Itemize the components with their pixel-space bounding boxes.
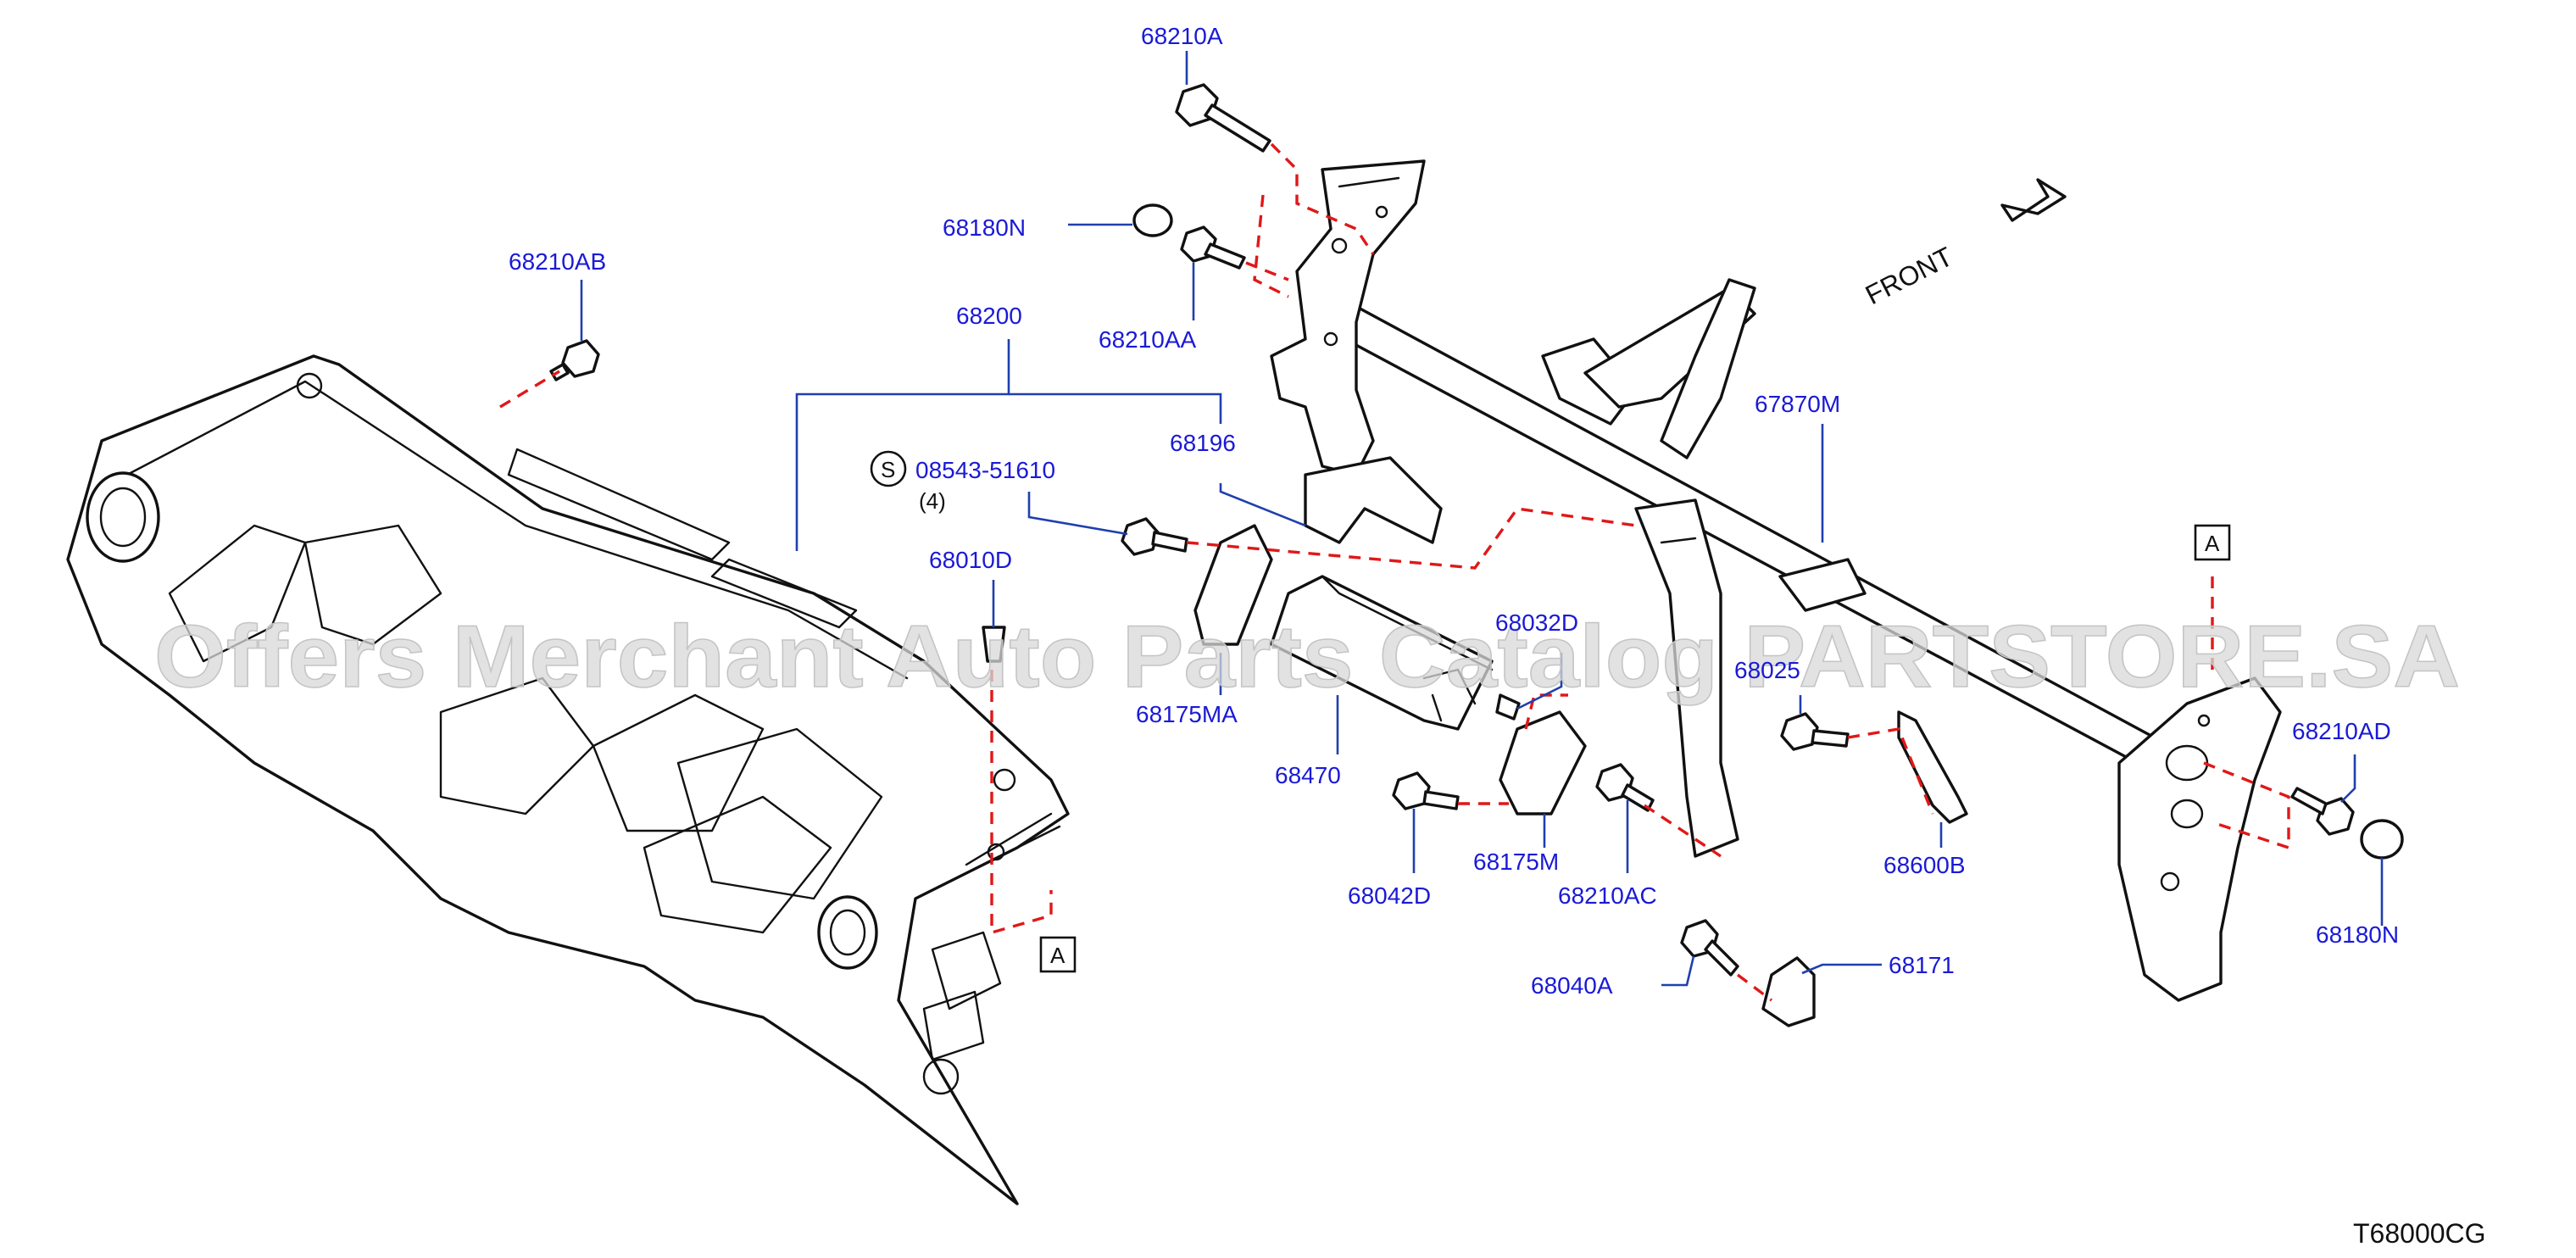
- label-68025: 68025: [1734, 657, 1800, 683]
- clip-68032d-icon: [1495, 693, 1521, 721]
- label-68180n-top: 68180N: [943, 214, 1026, 241]
- bolt-68210ab-icon: [549, 339, 600, 381]
- label-68210aa: 68210AA: [1099, 326, 1197, 353]
- label-68040a: 68040A: [1531, 972, 1613, 999]
- label-68180n-right: 68180N: [2316, 921, 2399, 948]
- label-68210a: 68210A: [1141, 23, 1223, 49]
- label-68210ac: 68210AC: [1558, 882, 1657, 909]
- small-parts-drawing: [549, 83, 2404, 1027]
- label-68175m: 68175M: [1473, 849, 1559, 875]
- screw-08543-51610-icon: [1121, 517, 1188, 556]
- label-67870m: 67870M: [1755, 391, 1840, 417]
- instrument-panel-drawing: [66, 354, 1070, 1205]
- part-labels: 68210A 68180N 68210AA 68210AB 68200 0854…: [509, 23, 2399, 999]
- cap-68180n-right-icon: [2360, 819, 2404, 860]
- front-label: FRONT: [1861, 241, 1958, 310]
- label-68010d: 68010D: [929, 547, 1012, 573]
- bolt-68210aa-icon: [1180, 225, 1246, 270]
- bracket-68600b-icon: [1897, 710, 1968, 824]
- bolt-68025-icon: [1780, 712, 1850, 751]
- label-68210ad: 68210AD: [2292, 718, 2391, 744]
- bracket-68196-icon: [1304, 456, 1443, 544]
- leader-lines: [580, 51, 2384, 987]
- bracket-68175m-icon: [1499, 710, 1587, 815]
- svg-text:A: A: [1050, 943, 1065, 968]
- cap-68180n-top-icon: [1132, 203, 1173, 237]
- label-68470: 68470: [1275, 762, 1341, 788]
- front-indicator: FRONT: [1861, 178, 2067, 310]
- bolt-68042d-icon: [1392, 771, 1460, 810]
- control-unit-68470-icon: [1270, 575, 1494, 731]
- ref-marker-a-left: A: [1039, 936, 1077, 973]
- standard-part-symbol: S: [870, 450, 907, 487]
- label-68210ab: 68210AB: [509, 248, 606, 275]
- ref-marker-a-right: A: [2194, 524, 2231, 561]
- svg-text:A: A: [2205, 531, 2220, 556]
- diagram-code: T68000CG: [2353, 1218, 2486, 1249]
- label-68042d: 68042D: [1348, 882, 1431, 909]
- label-68200: 68200: [956, 303, 1022, 329]
- clip-68010d-icon: [982, 626, 1006, 663]
- label-68600b: 68600B: [1883, 852, 1966, 878]
- bolt-68040a-icon: [1680, 919, 1739, 977]
- bolt-68210a-icon: [1175, 83, 1271, 153]
- assembly-guides: [499, 142, 2290, 1002]
- label-68175ma: 68175MA: [1136, 701, 1238, 727]
- svg-text:S: S: [881, 457, 895, 482]
- label-68032d: 68032D: [1495, 610, 1578, 636]
- label-08543-qty: (4): [919, 488, 946, 514]
- watermark-text: Offers Merchant Auto Parts Catalog PARTS…: [154, 608, 2460, 706]
- front-arrow-icon: [2000, 178, 2067, 222]
- bolt-68210ad-icon: [2290, 787, 2355, 836]
- label-68196: 68196: [1170, 430, 1236, 456]
- label-08543-51610: 08543-51610: [915, 457, 1055, 483]
- bracket-68175ma-icon: [1193, 524, 1273, 646]
- label-68171: 68171: [1889, 952, 1955, 978]
- bracket-68171-icon: [1761, 956, 1816, 1027]
- steering-member-drawing: [1270, 159, 2282, 1002]
- bolt-68210ac-icon: [1595, 763, 1655, 812]
